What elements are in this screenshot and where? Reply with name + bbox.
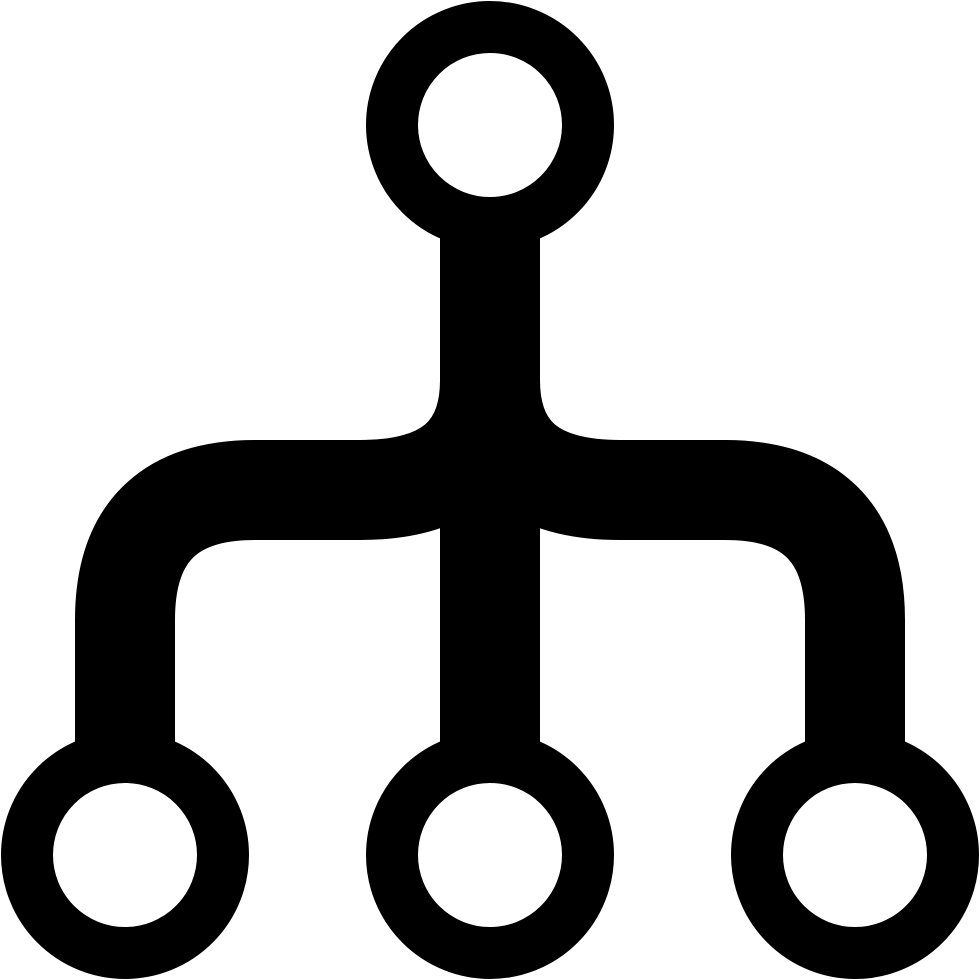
right-branch-line: [440, 378, 905, 780]
middle-child-node: [366, 731, 614, 979]
left-child-node: [1, 731, 249, 979]
root-node: [366, 1, 614, 249]
connector-lines: [75, 190, 905, 780]
left-branch-line: [75, 378, 540, 780]
right-child-node: [731, 731, 979, 979]
